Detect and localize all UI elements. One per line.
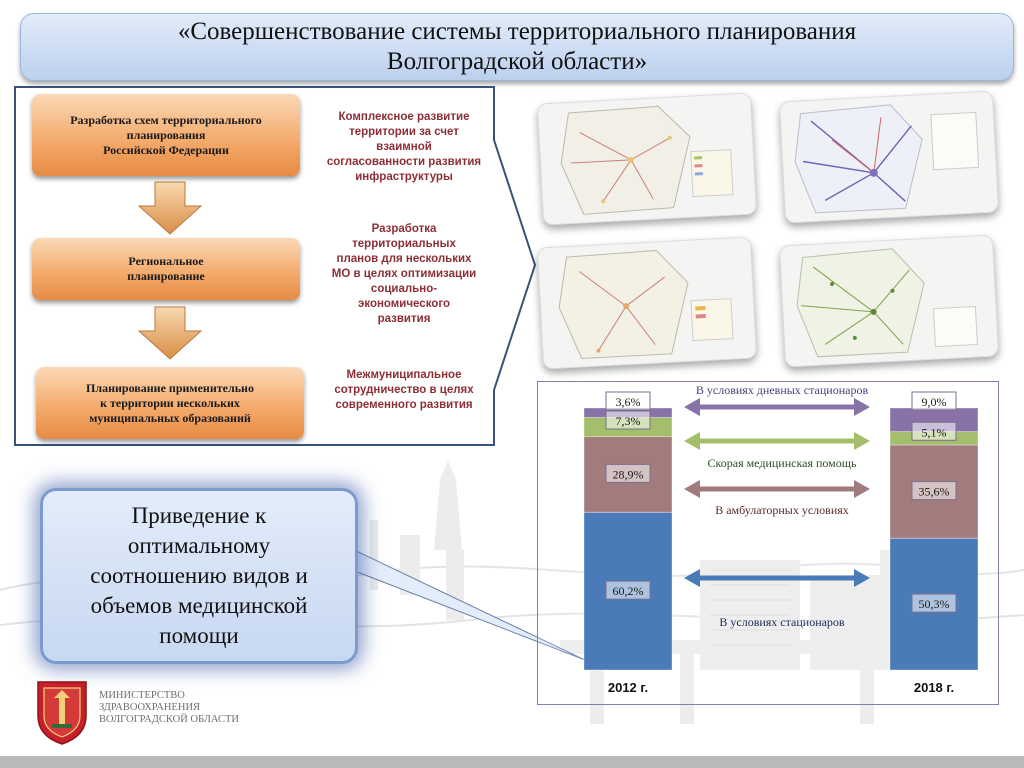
data-label: 5,1% bbox=[922, 425, 947, 439]
data-label-box bbox=[605, 391, 651, 411]
map-thumbnail-4 bbox=[778, 234, 1000, 368]
data-label: 35,6% bbox=[919, 485, 950, 499]
data-label-box bbox=[911, 391, 957, 411]
step-box-municipal: Планирование применительно к территории … bbox=[36, 367, 304, 439]
data-label-box bbox=[605, 410, 651, 430]
data-label: 7,3% bbox=[616, 414, 641, 428]
title-banner: «Совершенствование системы территориальн… bbox=[20, 13, 1014, 81]
data-label: 50,3% bbox=[919, 597, 950, 611]
map-thumbnail-1 bbox=[536, 92, 758, 226]
down-arrow-icon bbox=[137, 306, 203, 360]
description-complex-development: Комплексное развитие территории за счет … bbox=[326, 111, 482, 183]
x-tick-label: 2018 г. bbox=[914, 680, 954, 695]
callout-text: Приведение к оптимальному соотношению ви… bbox=[90, 503, 308, 648]
data-label: 3,6% bbox=[616, 395, 641, 409]
x-tick-label: 2012 г. bbox=[608, 680, 648, 695]
map-icon bbox=[794, 104, 980, 214]
map-icon bbox=[560, 105, 734, 215]
data-label: 60,2% bbox=[613, 584, 644, 598]
data-label-box bbox=[605, 463, 651, 483]
page-title-line-2: Волгоградской области» bbox=[386, 48, 648, 75]
description-intermunicipal-cooperation: Межмуниципальное сотрудничество в целях … bbox=[334, 369, 474, 411]
bar-segment bbox=[583, 436, 673, 513]
data-label-box bbox=[605, 580, 651, 600]
description-territorial-plans: Разработка территориальных планов для не… bbox=[331, 223, 477, 325]
map-thumbnail-2 bbox=[778, 90, 1000, 224]
legend-label: В условиях стационаров bbox=[719, 615, 845, 629]
step-box-federal: Разработка схем территориального планиро… bbox=[32, 94, 300, 176]
legend-arrow-icon bbox=[684, 398, 870, 416]
step-box-regional: Региональное планирование bbox=[32, 238, 300, 300]
data-label-box bbox=[911, 421, 957, 441]
footer-bar bbox=[0, 756, 1024, 768]
legend-label: В условиях дневных стационаров bbox=[696, 383, 869, 397]
step-label-regional: Региональное планирование bbox=[127, 254, 205, 283]
down-arrow-icon bbox=[137, 181, 203, 235]
data-label-box bbox=[911, 481, 957, 501]
process-panel-outline bbox=[14, 86, 537, 446]
map-thumbnail-3 bbox=[536, 236, 758, 370]
data-label-box bbox=[911, 593, 957, 613]
map-icon bbox=[558, 249, 734, 360]
coat-of-arms-icon bbox=[34, 676, 90, 746]
legend-label: В амбулаторных условиях bbox=[715, 503, 849, 517]
page-title-line-1: «Совершенствование системы территориальн… bbox=[177, 18, 857, 45]
legend-arrow-icon bbox=[684, 480, 870, 498]
ministry-label: МИНИСТЕРСТВО ЗДРАВООХРАНЕНИЯ ВОЛГОГРАДСК… bbox=[99, 690, 239, 725]
data-label: 28,9% bbox=[613, 467, 644, 481]
map-icon bbox=[796, 248, 978, 358]
legend-arrow-icon bbox=[684, 569, 870, 587]
step-label-federal: Разработка схем территориального планиро… bbox=[70, 112, 262, 157]
legend-label: Скорая медицинская помощь bbox=[708, 456, 857, 470]
step-label-municipal: Планирование применительно к территории … bbox=[86, 380, 254, 425]
data-label: 9,0% bbox=[922, 395, 947, 409]
legend-arrow-icon bbox=[684, 432, 870, 450]
callout-box: Приведение к оптимальному соотношению ви… bbox=[40, 488, 358, 664]
